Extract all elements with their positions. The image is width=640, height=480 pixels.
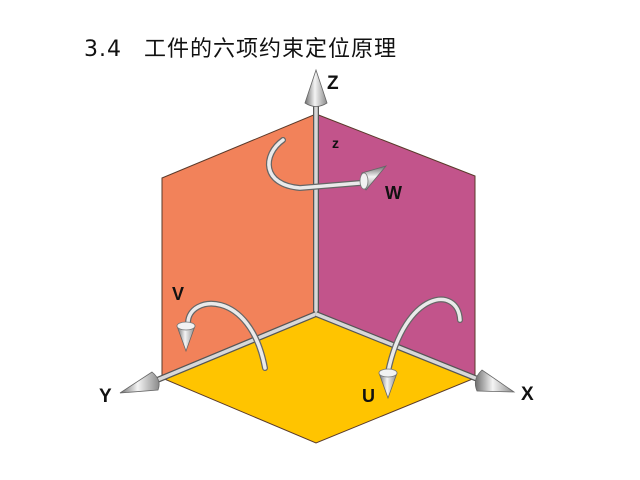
- y-axis-label: Y: [99, 386, 112, 407]
- y-axis-arrow-icon: [119, 371, 160, 394]
- v-rotation-label: V: [172, 284, 184, 304]
- u-rotation-arrow-icon: [378, 296, 463, 400]
- page-title: 3.4 工件的六项约束定位原理: [68, 6, 397, 63]
- section-title: 工件的六项约束定位原理: [144, 37, 398, 62]
- x-axis-arrow-icon: [474, 369, 516, 393]
- z-axis-arrow-icon: [304, 68, 328, 107]
- u-rotation-label: U: [362, 386, 375, 406]
- w-rotation-arrow-icon: [265, 137, 388, 192]
- section-number: 3.4: [84, 37, 122, 62]
- v-rotation-arrow-icon: [176, 300, 268, 371]
- z-axis-label: Z: [327, 73, 339, 94]
- z-small-label: z: [332, 135, 339, 151]
- w-rotation-label: W: [385, 183, 402, 203]
- axis-rods: [148, 100, 487, 386]
- x-axis-label: X: [521, 384, 534, 405]
